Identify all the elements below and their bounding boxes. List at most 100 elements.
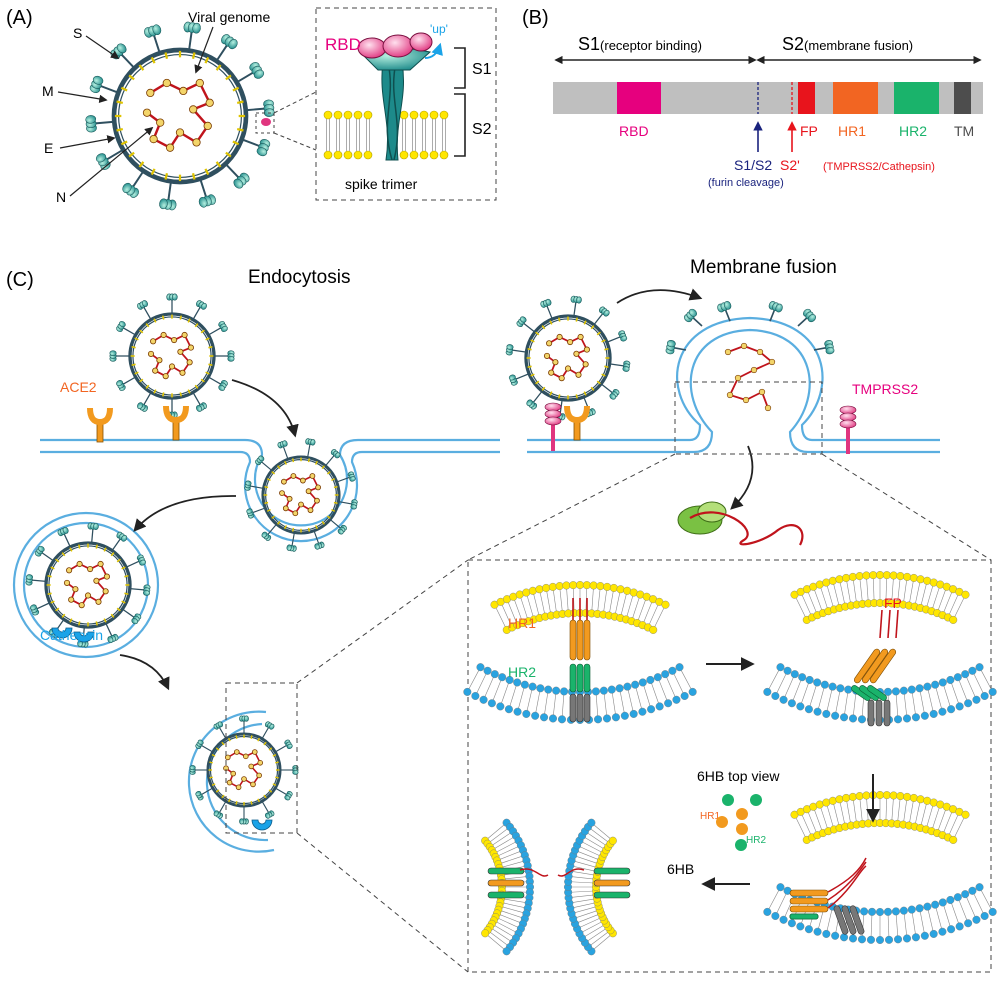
late-endosome-inner (205, 722, 269, 842)
s2-bracket-label: S2 (472, 121, 492, 138)
fusion-peptide (827, 865, 867, 909)
s-label: S (73, 25, 82, 41)
m-label: M (42, 83, 54, 99)
fusion-membrane-outer (527, 316, 940, 442)
viral-envelope (206, 732, 282, 808)
six-helix-bundle (593, 879, 631, 887)
topview-hr1-label: HR1 (700, 811, 720, 822)
cathepsin-label: Cathepsin (40, 627, 103, 643)
ace2-receptor (564, 405, 590, 441)
tm-helix (875, 699, 883, 727)
six-helix-bundle (487, 867, 525, 875)
furin-cleavage-label: (furin cleavage) (708, 177, 784, 189)
tmprss2-label: TMPRSS2 (852, 381, 918, 397)
tm-helix (883, 699, 891, 727)
fusion-peptide (557, 868, 585, 877)
6hb-topview-dots (716, 794, 762, 851)
ace2-receptor (163, 405, 189, 441)
tm-helix (833, 905, 849, 935)
hr2-stage-label: HR2 (508, 664, 536, 680)
tmprss2-protease (839, 405, 857, 454)
virion (25, 522, 151, 648)
virion (189, 715, 299, 825)
fusion-pore-zoom-box (674, 381, 823, 455)
entry-virions (25, 293, 857, 831)
spike-trimer-drawing (323, 32, 449, 161)
hr2-helix (789, 913, 819, 920)
spike-stalk (381, 61, 405, 161)
rbd-up (409, 32, 433, 52)
tm-domain-label: TM (954, 123, 974, 139)
virion-diagram (85, 21, 275, 211)
viral-envelope (261, 455, 341, 535)
hr1-stage-label: HR1 (508, 615, 536, 631)
e-label: E (44, 140, 53, 156)
membrane-fusion-title: Membrane fusion (690, 257, 837, 278)
hr2-helix (867, 685, 887, 701)
s2-domain-label: S2(membrane fusion) (782, 34, 913, 54)
tm-helix (576, 693, 584, 723)
panel-c-label: (C) (6, 269, 34, 291)
s1-domain-label: S1(receptor binding) (578, 34, 702, 54)
tm-helix (569, 693, 577, 723)
ace2-receptor (87, 407, 113, 443)
hr1-helix (853, 648, 881, 684)
host-membranes (12, 316, 940, 853)
spike-trimer-label: spike trimer (345, 176, 418, 192)
hr2-helix (576, 663, 584, 693)
six-helix-bundle (487, 891, 525, 899)
s2prime-site-label: S2' (780, 157, 800, 173)
fusion-peptide (895, 609, 899, 639)
rbd-down (382, 34, 414, 58)
plasma-membrane-inner (40, 450, 500, 543)
virion-callout-arrows (57, 26, 214, 197)
zoom-connector-lines (296, 453, 992, 973)
hr1-helix (583, 619, 591, 661)
hr2-helix (583, 663, 591, 693)
six-helix-bundle (593, 891, 631, 899)
hr1-helix (576, 619, 584, 661)
tm-helix (849, 905, 865, 935)
tmprss2-protease (544, 402, 562, 451)
panel-b-label: (B) (522, 7, 549, 29)
cathepsin-protease (73, 631, 95, 643)
up-label: 'up' (430, 22, 448, 36)
tm-domain (954, 82, 971, 114)
endocytosis-title: Endocytosis (248, 267, 350, 288)
viral-envelope (111, 47, 249, 185)
fp-stage-label: FP (884, 595, 902, 611)
hr1-helix (869, 648, 897, 684)
fp-domain-label: FP (800, 123, 818, 139)
hr2-domain (894, 82, 939, 114)
virion (244, 438, 358, 552)
viral-envelope (44, 541, 132, 629)
hr1-helix (789, 889, 829, 897)
fp-domain (798, 82, 815, 114)
hr2-helix (569, 663, 577, 693)
fusion-peptide (887, 609, 891, 639)
ace2-label: ACE2 (60, 379, 97, 395)
viral-rna (689, 511, 804, 546)
cathepsin-protease (251, 819, 273, 831)
tm-helix (841, 905, 857, 935)
hr1-helix (861, 648, 889, 684)
stage-arrows (701, 657, 880, 891)
6hb-label: 6HB (667, 861, 694, 877)
s1s2-site-label: S1/S2 (734, 157, 772, 173)
fusion-peptide (827, 857, 867, 893)
tmprss2-cathepsin-label: (TMPRSS2/Cathepsin) (823, 161, 935, 173)
fusion-stages (463, 571, 997, 956)
endosome-outer (12, 511, 160, 659)
s1-s2-brackets (454, 47, 466, 157)
released-genome (727, 345, 774, 409)
hr1-helix (789, 905, 829, 913)
late-endosome-outer (187, 710, 275, 853)
fusion-mechanism-box (467, 559, 992, 973)
rbd-domain-label: RBD (619, 123, 649, 139)
hr1-domain-label: HR1 (838, 123, 866, 139)
panel-a-label: (A) (6, 7, 33, 29)
hr1-helix (789, 897, 829, 905)
viral-genome-label: Viral genome (188, 9, 270, 25)
hr1-helix (569, 619, 577, 661)
